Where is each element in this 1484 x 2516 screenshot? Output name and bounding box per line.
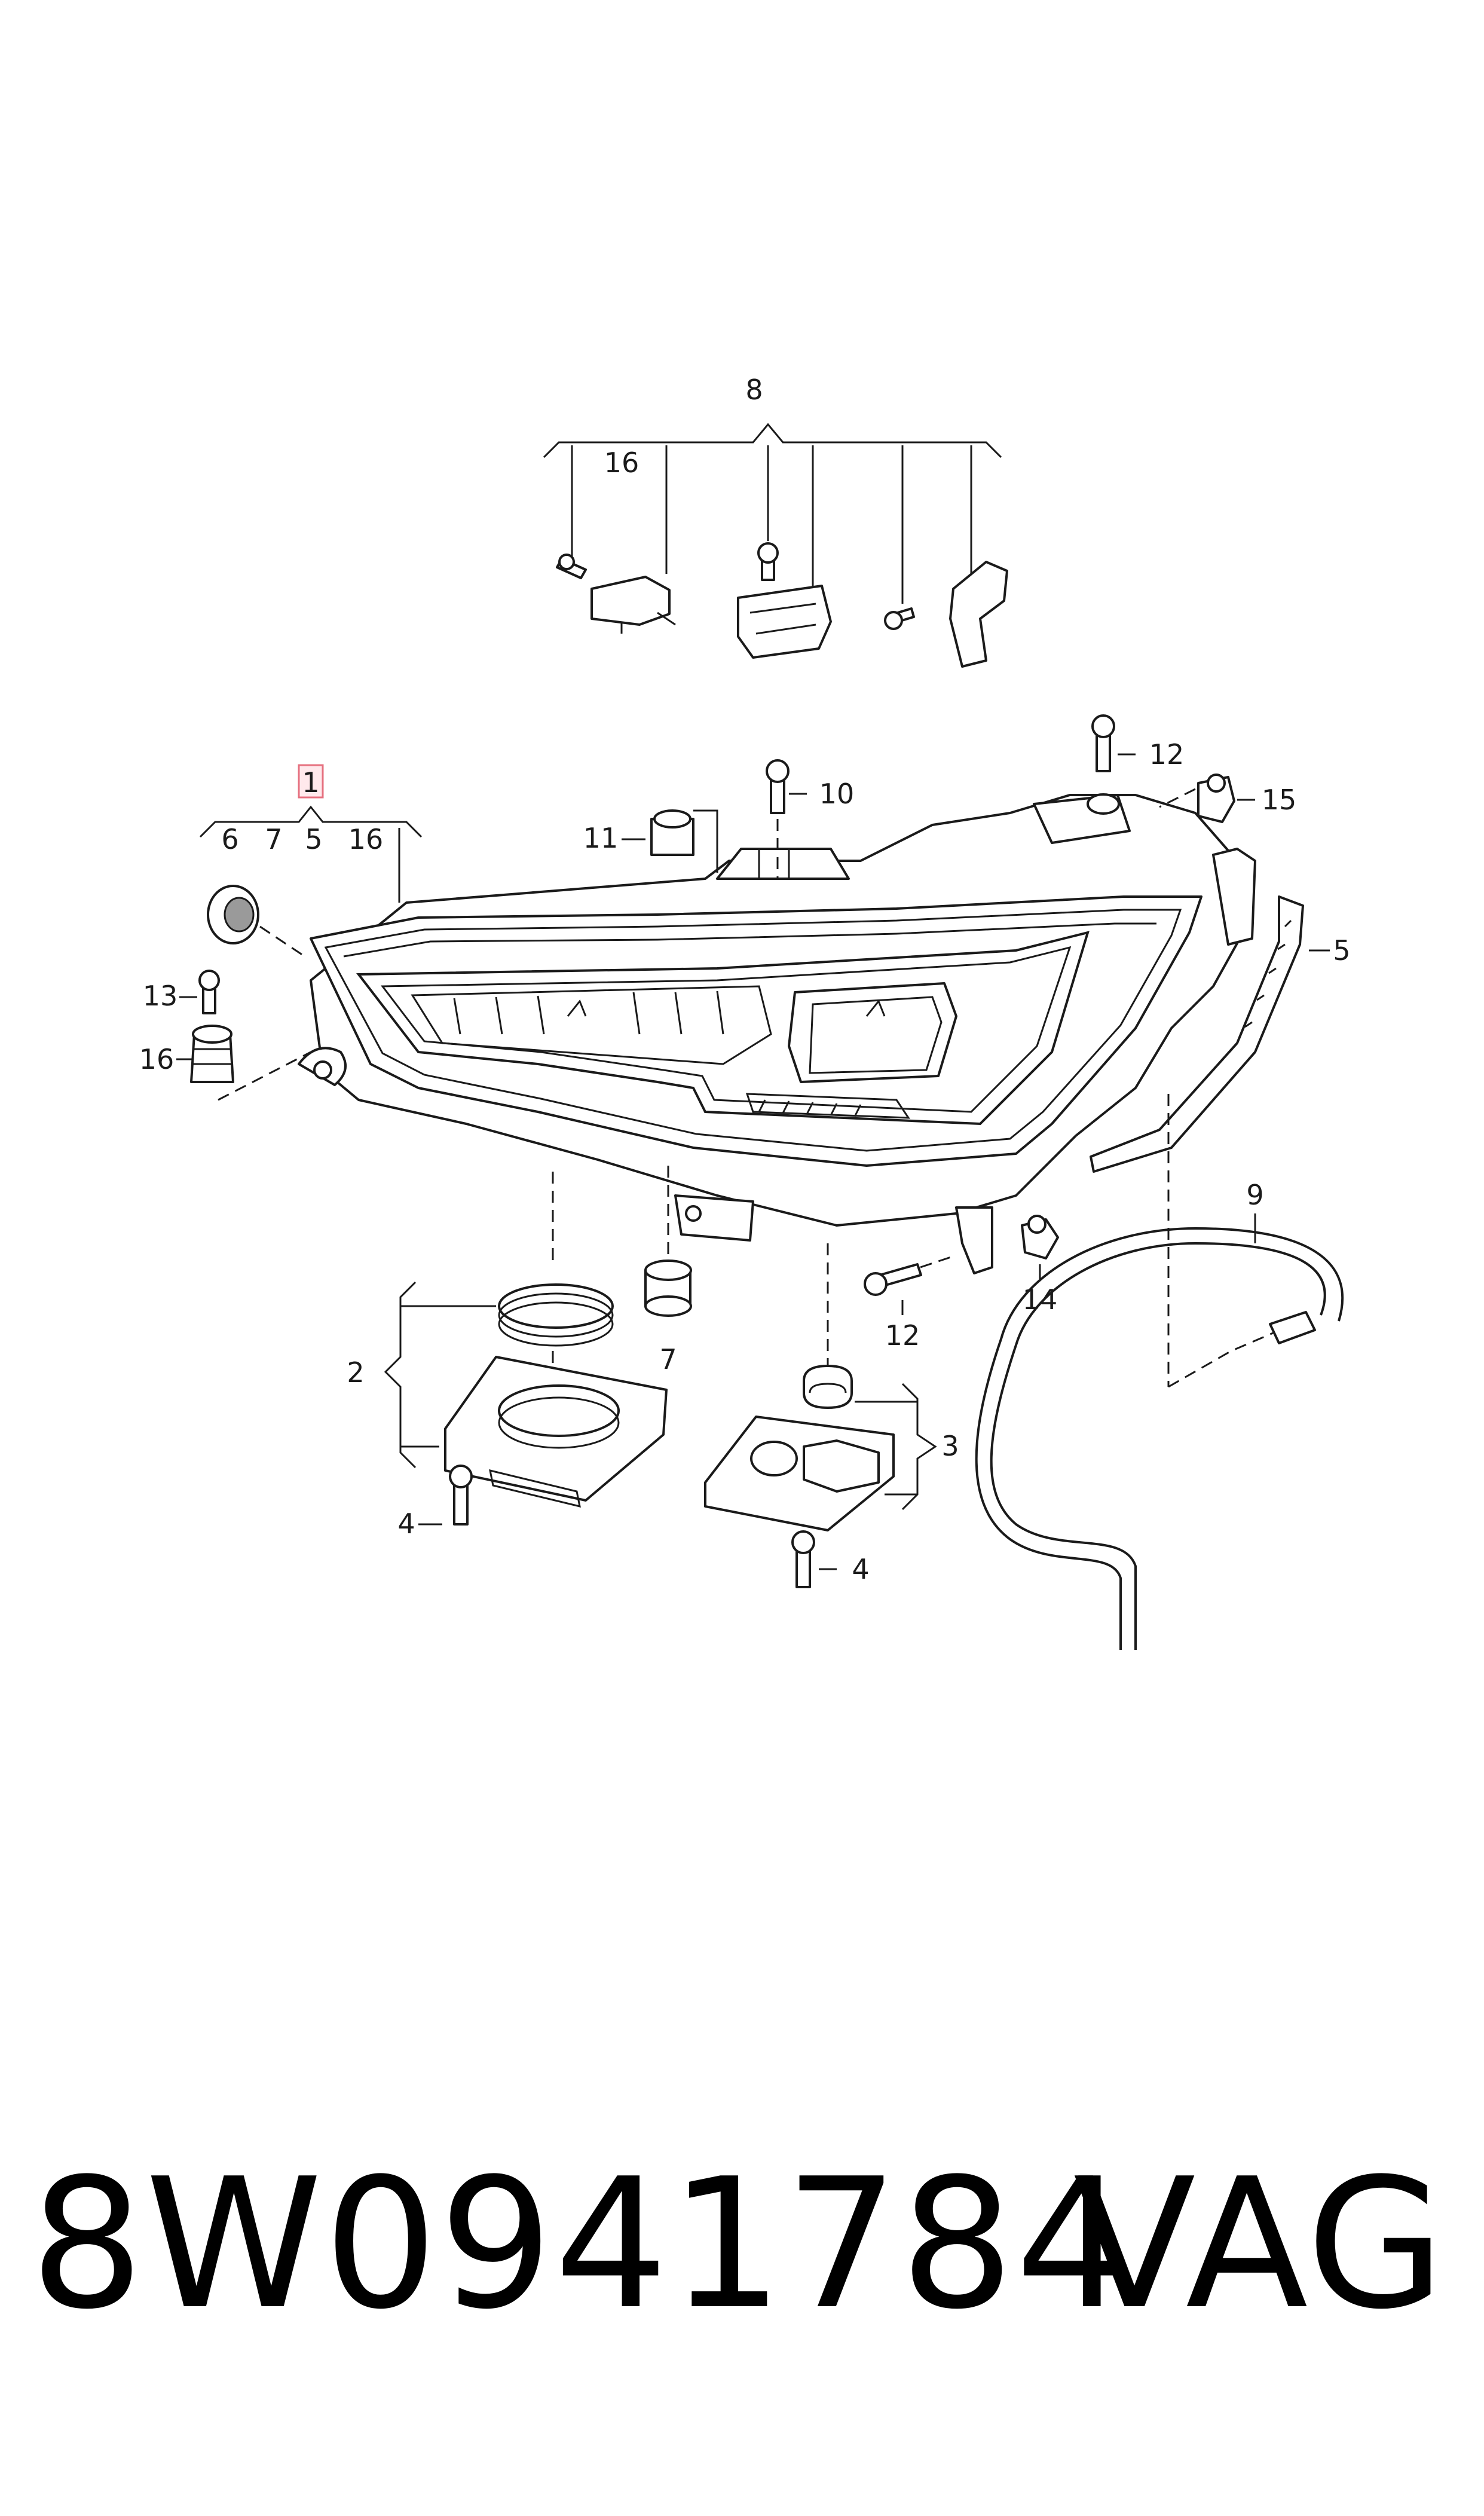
callout-11[interactable]: 11 <box>583 822 619 854</box>
left-small-parts: 13 16 <box>139 885 311 1101</box>
callout-4-left[interactable]: 4 <box>397 1508 415 1540</box>
group-3: 3 4 <box>704 1243 959 1588</box>
callout-4-right[interactable]: 4 <box>852 1553 869 1585</box>
top-connector-housing <box>716 848 850 880</box>
callout-2[interactable]: 2 <box>347 1356 364 1389</box>
callout-1[interactable]: 1 <box>302 766 319 799</box>
seal-ring-2-icon <box>498 1283 614 1329</box>
callout-1-16[interactable]: 16 <box>348 823 384 855</box>
group-1-callout: 1 6 7 5 16 <box>199 764 423 903</box>
brand-name: VAG <box>1073 2140 1446 2349</box>
projector-module <box>788 982 957 1083</box>
group-2: 2 4 <box>347 1172 668 1540</box>
bracket-plate-icon <box>737 585 832 659</box>
callout-1-6[interactable]: 6 <box>221 823 238 855</box>
level-sensor-icon <box>590 576 671 626</box>
part-number: 8W0941784 <box>30 2140 1131 2349</box>
drl-light-guide <box>356 931 1090 1126</box>
callout-3[interactable]: 3 <box>941 1430 959 1462</box>
callout-1-highlight <box>298 764 324 799</box>
part-10: 10 <box>766 759 855 879</box>
repair-bracket-icon <box>949 561 1008 668</box>
callout-13[interactable]: 13 <box>143 980 178 1012</box>
group-8-brackets: 8 16 <box>543 374 1008 668</box>
callout-8[interactable]: 8 <box>745 374 763 406</box>
callout-12-bottom[interactable]: 12 <box>885 1319 920 1352</box>
callout-14[interactable]: 14 <box>1023 1283 1058 1316</box>
part-14: 14 <box>1021 1215 1059 1316</box>
callout-1-5[interactable]: 5 <box>305 823 322 855</box>
callout-5[interactable]: 5 <box>1333 934 1350 967</box>
callout-12-top[interactable]: 12 <box>1149 738 1185 771</box>
part-9: 9 <box>975 1094 1344 1650</box>
lower-right-bracket <box>955 1206 993 1274</box>
callout-16[interactable]: 16 <box>139 1043 175 1075</box>
part-12-top: 12 <box>1087 714 1185 815</box>
callout-9[interactable]: 9 <box>1246 1179 1263 1211</box>
part-5: 5 <box>1090 848 1351 1173</box>
headlight-assembly <box>298 794 1244 1274</box>
callout-15[interactable]: 15 <box>1262 784 1297 816</box>
trim-strip-5-icon <box>1090 895 1304 1173</box>
callout-7[interactable]: 7 <box>659 1343 677 1375</box>
gasket-3-icon <box>803 1365 853 1409</box>
part-15: 15 <box>1159 774 1297 823</box>
footer: 8W0941784 VAG <box>30 2146 1464 2343</box>
callout-8-16[interactable]: 16 <box>604 447 640 479</box>
callout-1-7[interactable]: 7 <box>265 823 282 855</box>
part-12-bottom: 12 <box>864 1254 957 1352</box>
part-11: 11 <box>583 809 718 873</box>
callout-10[interactable]: 10 <box>819 778 855 810</box>
part-7: 7 <box>644 1166 692 1375</box>
vent-hose-9-icon <box>990 1242 1326 1650</box>
